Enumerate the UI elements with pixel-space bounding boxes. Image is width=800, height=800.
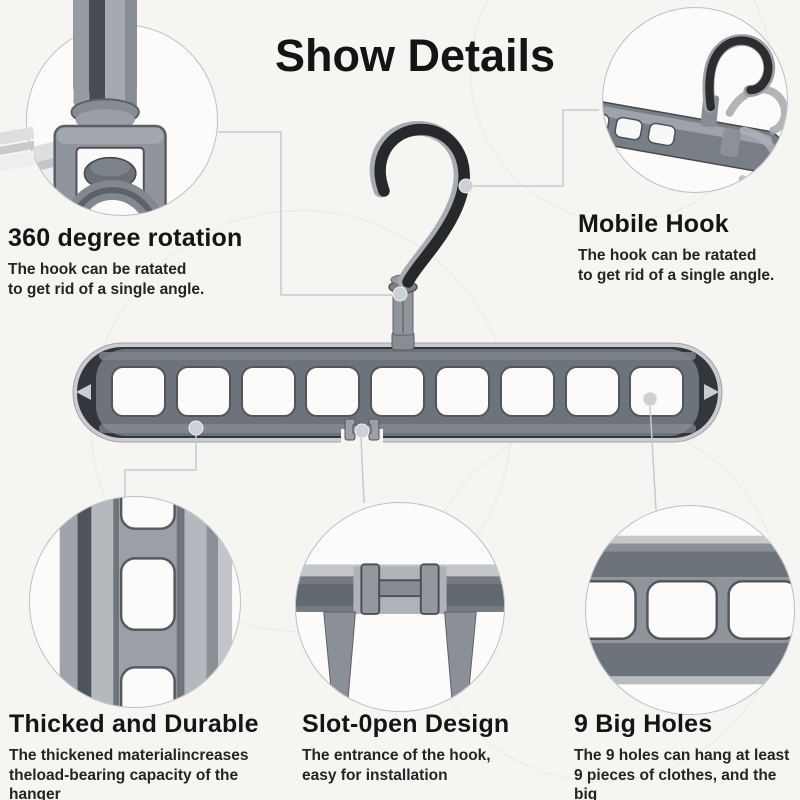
closeup-mobile-hook [602,7,788,193]
feature-thicked: Thicked and Durable The thickened materi… [9,710,259,800]
slot-crossbar [378,579,422,598]
feature-mobile-hook-desc-line1: The hook can be ratated [578,247,757,264]
feature-rotation-desc-line1: The hook can be ratated [8,261,187,278]
feature-slot-open-desc-line1: The entrance of the hook, [302,747,491,764]
feature-slot-open: Slot-0pen Design The entrance of the hoo… [302,710,509,785]
end-notch-left [76,384,91,400]
closeup-slot-design [295,502,505,712]
end-notch-right [704,384,719,400]
feature-mobile-hook-heading: Mobile Hook [578,210,729,238]
feature-mobile-hook-desc-line2: to get rid of a single angle. [578,266,775,284]
slot-design-illustration [296,563,504,707]
feature-big-holes-desc-line1: The 9 holes can hang at least [574,747,790,764]
closeup-big-holes [585,505,795,715]
top-edge [586,535,794,544]
slot-post [419,563,440,615]
hole [727,580,794,640]
top-bar-sheen [586,543,794,552]
swivel-rod-overflow [73,0,137,92]
hole [119,557,176,631]
big-holes-illustration [586,535,794,685]
feature-rotation-heading: 360 degree rotation [8,224,243,252]
hook-through-housing-shade [71,187,156,215]
hole [646,580,718,640]
bottom-edge [586,676,794,685]
ghost-hook-tilted [725,85,787,135]
callout-dot-mobile-hook [458,178,474,194]
hanger-hole-8 [565,366,620,417]
feature-slot-open-desc-line2: easy for installation [302,766,448,784]
hole [586,580,637,640]
callout-dot-holes [642,391,658,407]
feature-thicked-desc-line3: hanger [9,786,61,800]
page-title: Show Details [274,30,556,81]
feature-big-holes-heading: 9 Big Holes [574,710,713,738]
slot-post [360,563,381,615]
bottom-bar [586,642,794,677]
feature-thicked-desc-line2: theload-bearing capacity of the [9,766,239,784]
left-rail [59,497,120,707]
rail-overflow [0,126,34,172]
hanger-hole-9 [629,366,684,417]
closeup-thick-material [29,496,241,708]
support-leg [323,611,356,707]
feature-big-holes: 9 Big Holes The 9 holes can hang at leas… [574,710,800,800]
hole [119,666,176,707]
feature-slot-open-heading: Slot-0pen Design [302,710,510,738]
mini-hanger-bar [603,95,785,173]
feature-thicked-desc-line1: The thickened materialincreases [9,747,249,764]
dark-hook [705,36,773,112]
feature-mobile-hook: Mobile Hook The hook can be ratated to g… [578,210,774,285]
feature-rotation-desc-line2: to get rid of a single angle. [8,280,205,298]
mobile-hook-illustration [603,34,787,189]
thick-material-illustration [59,497,233,707]
feature-rotation: 360 degree rotation The hook can be rata… [8,224,242,299]
hole [119,497,176,530]
feature-thicked-heading: Thicked and Durable [9,710,259,738]
feature-big-holes-desc-line2: 9 pieces of clothes, and the big [574,766,777,800]
